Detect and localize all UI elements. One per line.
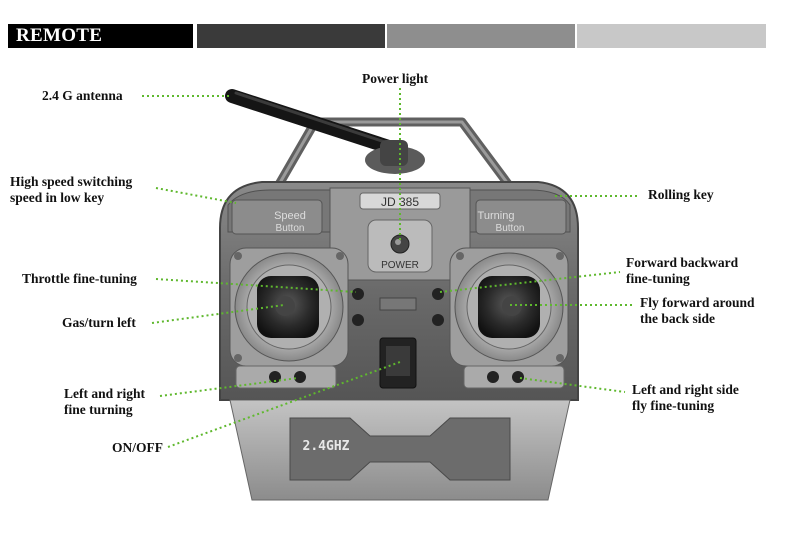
label-throttle-fine: Throttle fine-tuning [22, 271, 137, 286]
label-forward-backward: Forward backward fine-tuning [626, 255, 739, 286]
turning-button-label-line2: Button [496, 223, 525, 234]
label-left-right-side: Left and right side fly fine-tuning [632, 382, 739, 413]
band-label: 2.4GHZ [303, 439, 350, 454]
carry-handle [266, 117, 524, 203]
header-bar-light [577, 24, 766, 48]
label-left-right-fine: Left and right fine turning [64, 386, 145, 417]
turning-button-label-line1: Turning [478, 210, 515, 222]
model-label: JD 385 [381, 195, 419, 209]
antenna [225, 89, 425, 174]
speed-button-label-line1: Speed [274, 210, 306, 222]
label-gas-turn-left: Gas/turn left [62, 315, 136, 330]
right-stick-gimbal [449, 247, 569, 367]
label-fly-forward: Fly forward around the back side [640, 295, 755, 326]
label-antenna: 2.4 G antenna [42, 88, 123, 103]
label-high-speed: High speed switching speed in low key [10, 174, 133, 205]
power-text: POWER [381, 260, 419, 271]
label-rolling-key: Rolling key [648, 187, 714, 202]
speed-button-label-line2: Button [276, 223, 305, 234]
header-bar-mid [387, 24, 575, 48]
label-power-light: Power light [362, 71, 429, 86]
page-title: REMOTE CONTROL [8, 24, 193, 70]
header-bar-dark [197, 24, 385, 48]
left-stick-gimbal [229, 247, 349, 367]
label-on-off: ON/OFF [112, 440, 163, 455]
